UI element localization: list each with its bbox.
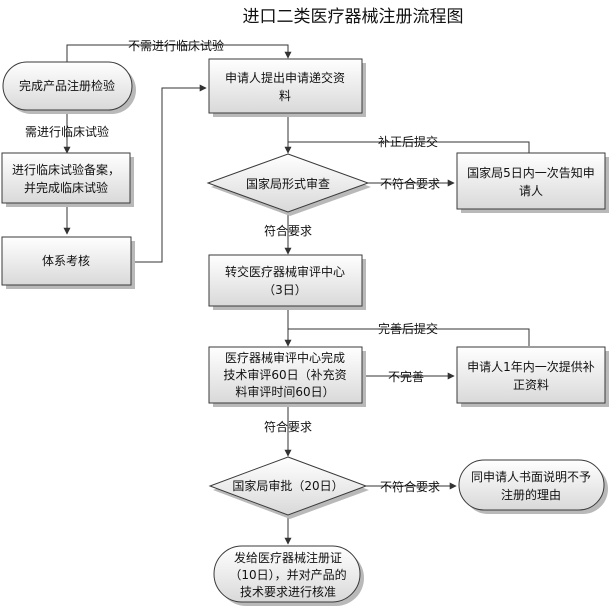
edge-resubmit-after-fix [288,141,530,153]
node-technical-review-line2: 技术审评60日（补充资 [223,367,346,382]
node-reject-notice-line1: 同申请人书面说明不予 [471,469,591,484]
page-title: 进口二类医疗器械注册流程图 [243,7,464,27]
edge-label-not-compliant-2: 不符合要求 [380,479,440,494]
node-transfer-review-center-line2: （3日） [263,283,307,297]
edge-system-to-submit [133,84,207,263]
node-submit-application [208,58,363,114]
decision-approval [208,456,368,516]
node-notify-applicant-line1: 国家局5日内一次告知申 [467,165,595,180]
node-clinical-trial-filing-line1: 进行临床试验备案， [12,162,120,177]
node-clinical-trial-filing [1,152,131,204]
node-notify-applicant-line2: 请人 [519,184,543,198]
decision-formal-review [206,153,370,213]
edge-no-clinical [66,44,292,62]
edge-label-compliant-1: 符合要求 [264,223,312,238]
node-notify-applicant [456,152,606,210]
edge-label-compliant-2: 符合要求 [264,419,312,434]
edge-label-need-clinical: 需进行临床试验 [25,124,109,139]
edge-label-not-compliant-1: 不符合要求 [380,176,440,191]
edge-label-no-clinical: 不需进行临床试验 [128,38,224,53]
node-complete-product-test [2,61,133,111]
node-supplement-materials [456,346,606,404]
node-technical-review-line1: 医疗器械审评中心完成 [225,350,345,365]
decision-approval-label: 国家局审批（20日） [232,478,343,493]
node-issue-certificate-line2: （10日），并对产品的 [229,567,346,582]
edge-label-incomplete: 不完善 [388,369,424,384]
node-supplement-materials-line2: 正资料 [513,378,549,392]
decision-formal-review-label: 国家局形式审查 [246,176,330,191]
edge-label-resubmit-after-improve: 完善后提交 [378,321,438,336]
node-issue-certificate [213,545,361,603]
node-reject-notice [458,459,605,511]
node-issue-certificate-line3: 技术要求进行核准 [240,585,336,599]
node-supplement-materials-line1: 申请人1年内一次提供补 [467,359,595,374]
node-technical-review [208,346,363,404]
node-submit-application-line2: 料 [279,89,291,103]
node-complete-product-test-label: 完成产品注册检验 [19,78,115,93]
node-transfer-review-center [208,254,363,307]
node-system-review-label: 体系考核 [42,254,90,268]
node-system-review [1,236,132,286]
edge-resubmit-after-improve [288,328,530,346]
node-clinical-trial-filing-line2: 并完成临床试验 [24,180,108,195]
edge-label-resubmit-after-fix: 补正后提交 [378,134,438,149]
node-submit-application-line1: 申请人提出申请递交资 [225,70,345,85]
node-issue-certificate-line1: 发给医疗器械注册证 [234,550,342,565]
node-transfer-review-center-line1: 转交医疗器械审评中心 [225,264,345,279]
node-reject-notice-line2: 注册的理由 [501,487,561,502]
node-technical-review-line3: 料审评时间60日） [235,384,334,399]
